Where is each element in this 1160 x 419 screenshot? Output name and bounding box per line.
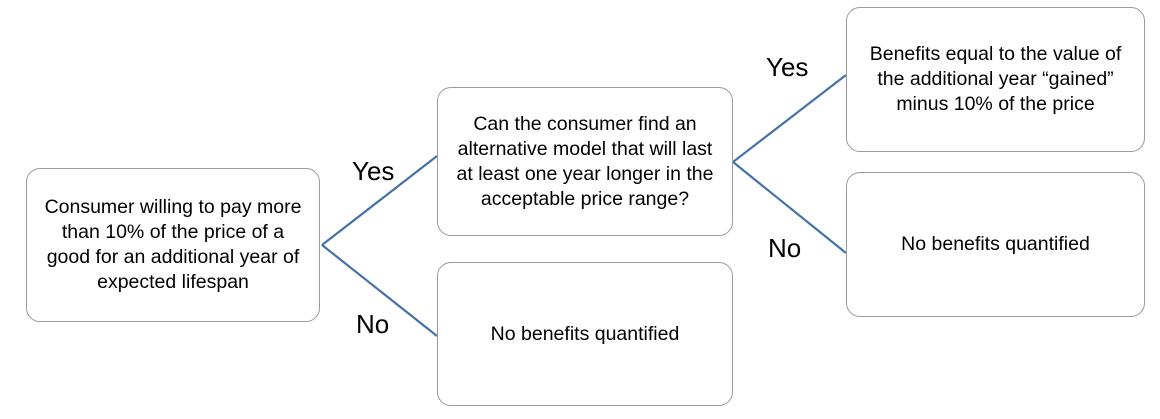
node-root-decision: Consumer willing to pay more than 10% of… [26,168,320,322]
node-no-benefits-outcome-bottom: No benefits quantified [437,262,733,406]
node-no-benefits-outcome-right: No benefits quantified [846,172,1145,317]
node-benefits-quantified-outcome: Benefits equal to the value of the addit… [846,7,1145,152]
edge-label-root-no: No [356,309,390,339]
edge-label-question-yes: Yes [766,52,809,82]
edge-label-question-no: No [768,233,802,263]
edge-label-root-yes: Yes [352,156,395,186]
node-alternative-model-question: Can the consumer find an alternative mod… [437,87,733,236]
connector-question-yes [732,74,847,163]
